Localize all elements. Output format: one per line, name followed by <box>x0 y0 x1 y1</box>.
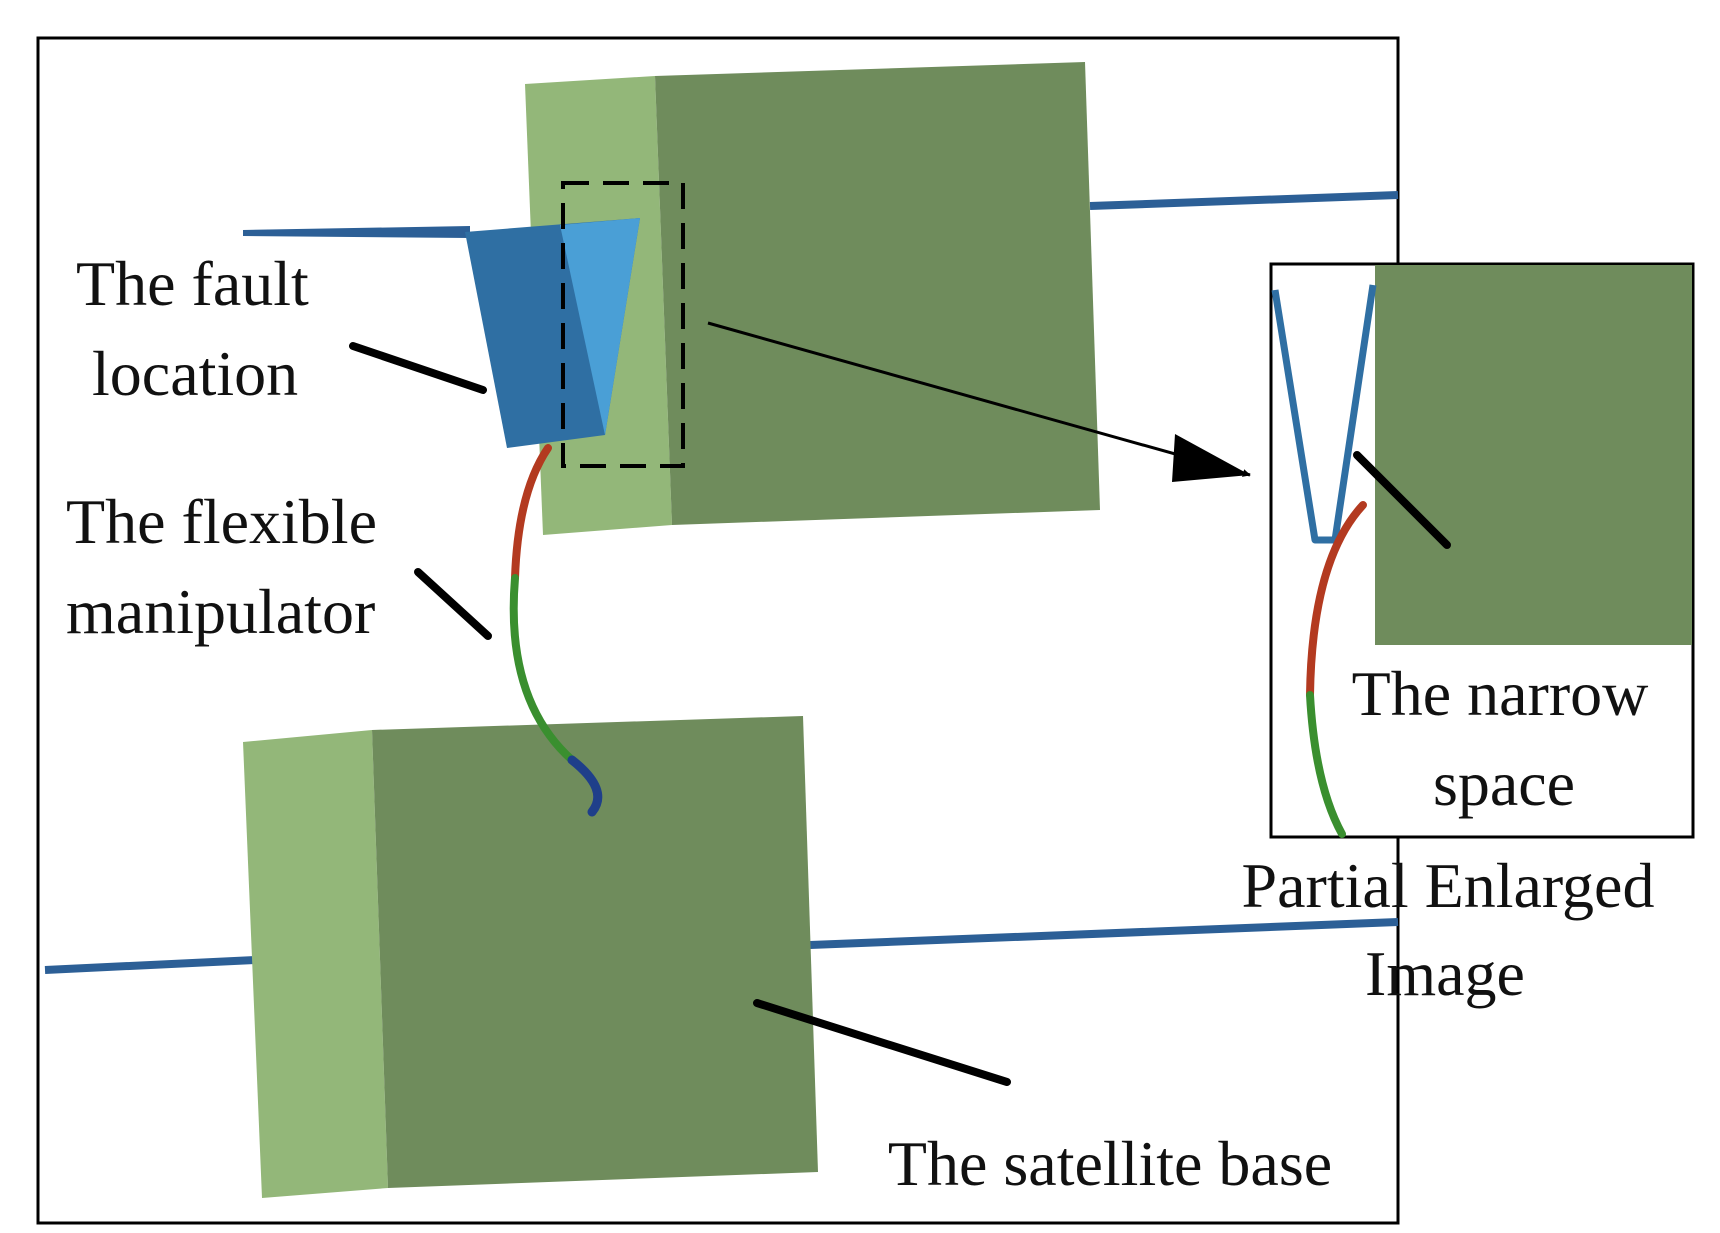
enlarge-arrowhead <box>1172 434 1250 482</box>
fault-wedge <box>243 218 640 448</box>
wedge-light-face <box>560 218 640 435</box>
fault-dashed-box <box>561 181 685 468</box>
satellite-base <box>44 716 1399 1198</box>
flexible-manipulator-label-line2: manipulator <box>66 576 375 647</box>
inset-manipulator-green <box>1306 691 1346 838</box>
flexible-manipulator <box>509 444 603 817</box>
inset-box-front <box>1375 265 1692 645</box>
target-solar-panel-left <box>243 226 470 238</box>
partial-enlarged-label-line1: Partial Enlarged <box>1242 850 1655 921</box>
flexible-manipulator-label-line1: The flexible <box>66 486 377 557</box>
base-box-front <box>372 716 818 1188</box>
enlarged-inset <box>1269 262 1695 839</box>
manipulator-leader-line <box>414 568 492 640</box>
base-leader-line <box>753 999 1011 1086</box>
satellite-base-label: The satellite base <box>888 1128 1332 1199</box>
fault-location-label-line1: The fault <box>76 248 309 319</box>
fault-leader-line <box>349 342 487 394</box>
enlarge-arrow <box>707 321 1251 477</box>
manipulator-red-segment <box>511 444 552 582</box>
base-box-side <box>243 730 388 1198</box>
fault-location-label-line2: location <box>92 338 298 409</box>
inset-wedge-outline <box>1271 284 1377 544</box>
inset-manipulator-red <box>1306 501 1367 699</box>
manipulator-green-segment <box>509 574 576 764</box>
narrow-space-label-line2: space <box>1433 748 1575 819</box>
target-solar-panel-right <box>1089 191 1399 210</box>
inset-leader-line <box>1353 451 1451 549</box>
manipulator-blue-tip <box>567 755 603 817</box>
target-box-front <box>655 62 1100 525</box>
base-solar-panel-right <box>809 918 1399 949</box>
partial-enlarged-label-line2: Image <box>1365 938 1525 1009</box>
narrow-space-label-line1: The narrow <box>1352 658 1649 729</box>
